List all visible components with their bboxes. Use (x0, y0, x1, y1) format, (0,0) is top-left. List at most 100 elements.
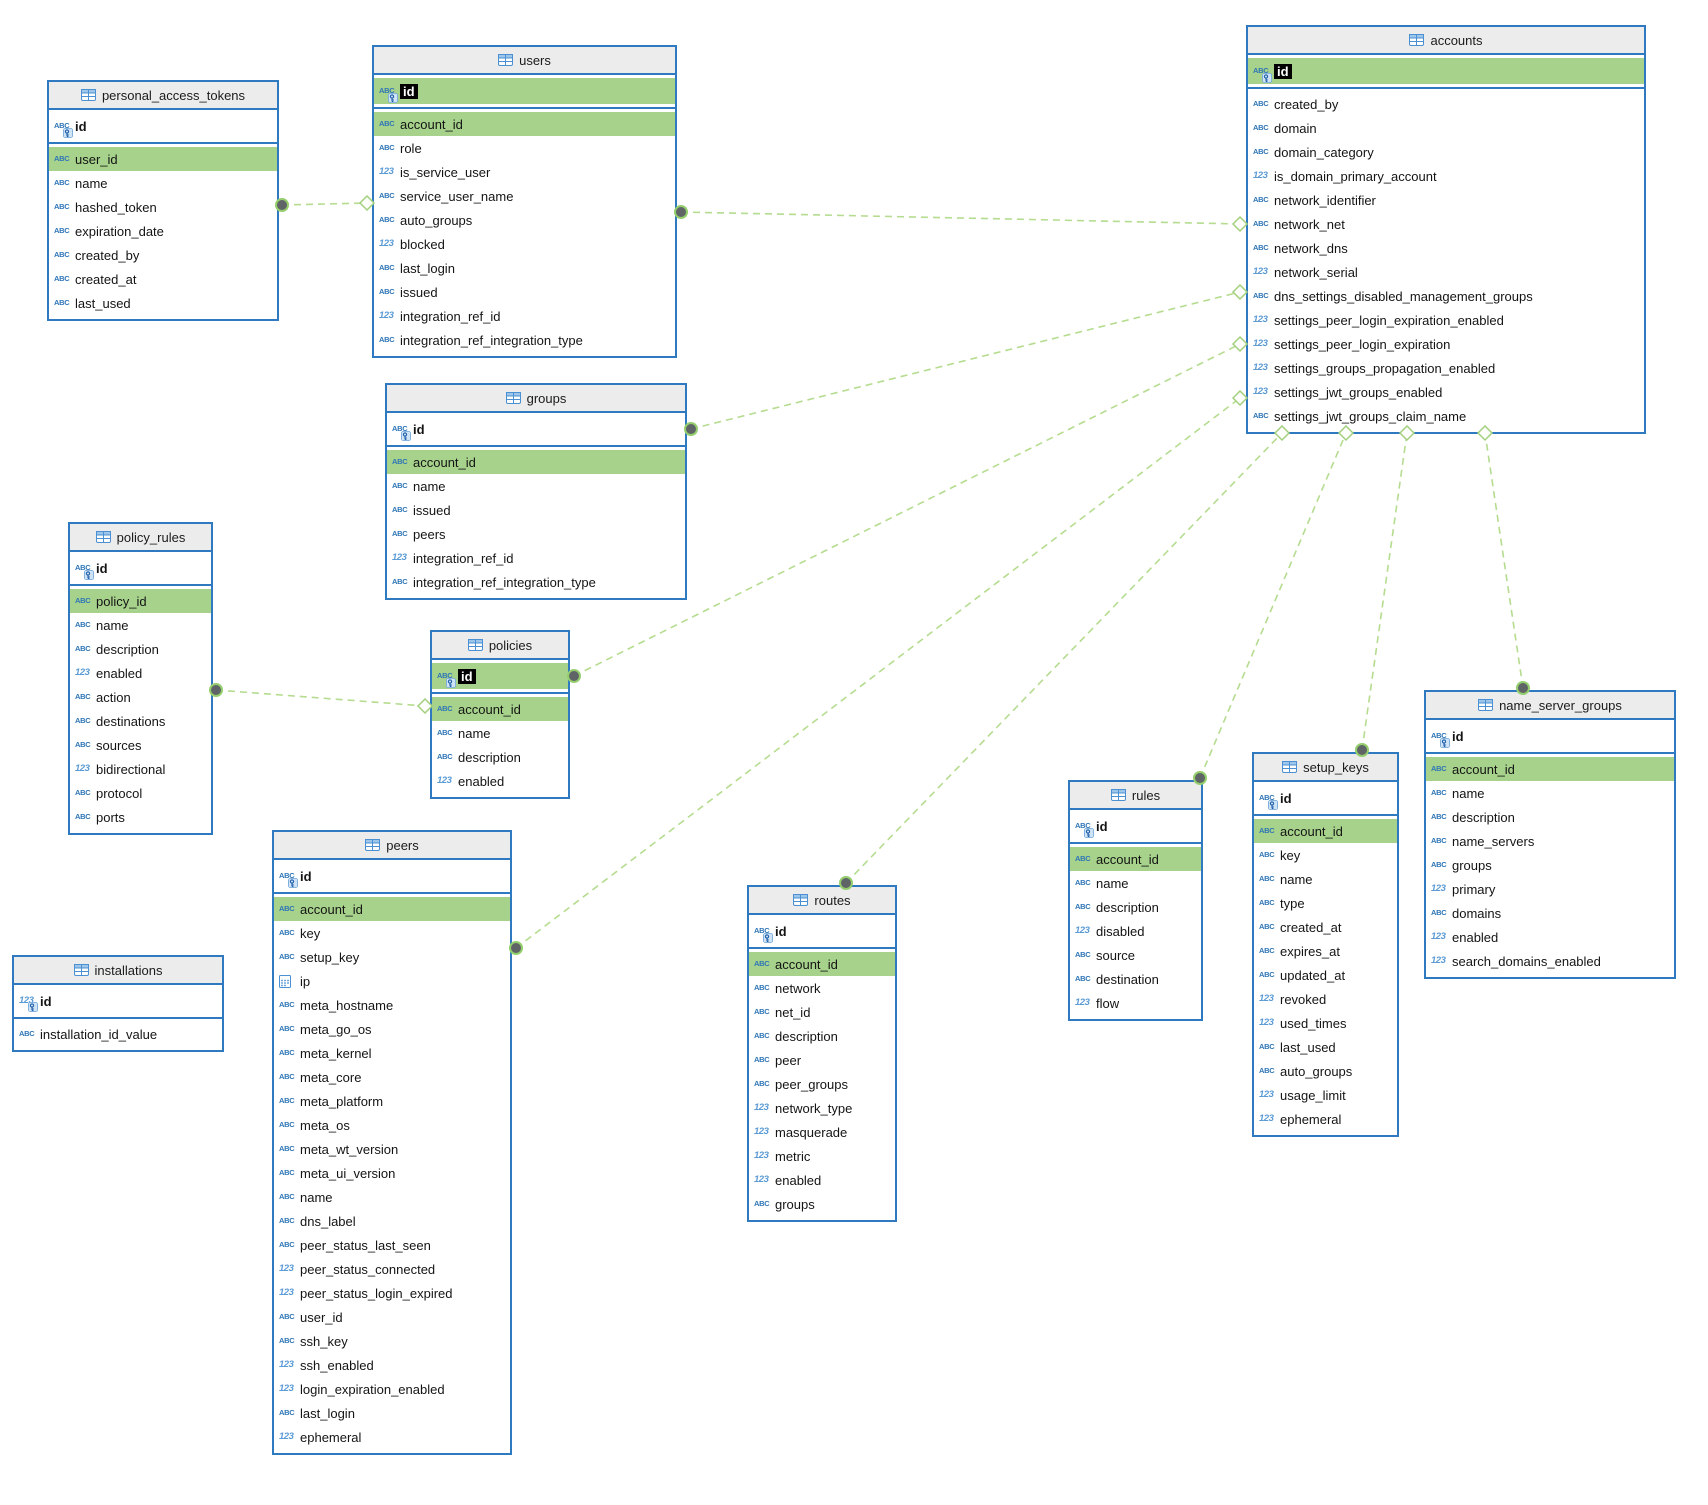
relation-line-setup_keys-accounts[interactable] (1361, 432, 1408, 751)
table-header[interactable]: policies (432, 632, 568, 660)
relation-line-groups-accounts[interactable] (690, 291, 1241, 430)
table-header[interactable]: routes (749, 887, 895, 915)
relation-line-routes-accounts[interactable] (845, 432, 1283, 884)
table-header[interactable]: personal_access_tokens (49, 82, 277, 110)
table-header[interactable]: setup_keys (1254, 754, 1397, 782)
relation-line-name_server_groups-accounts[interactable] (1484, 432, 1524, 689)
table-header[interactable]: name_server_groups (1426, 692, 1674, 720)
relation-line-policy_rules-policies[interactable] (215, 689, 426, 707)
table-header[interactable]: groups (387, 385, 685, 413)
